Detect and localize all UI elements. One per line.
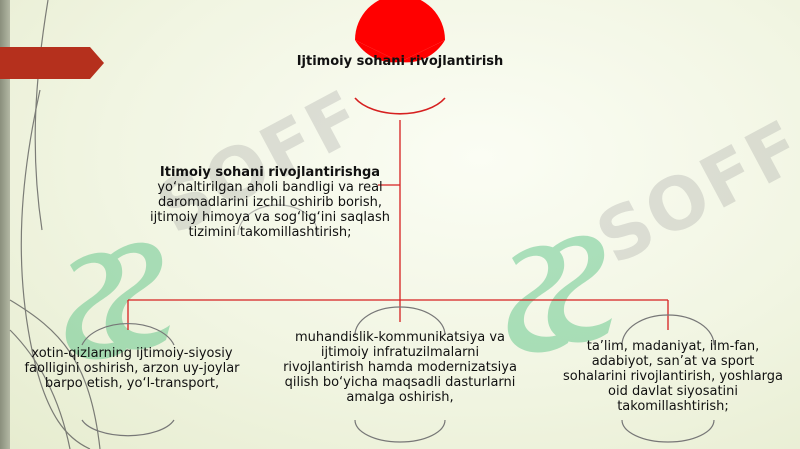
left-decor-band	[0, 0, 10, 449]
intro-bold-text: Itimoiy sohani rivojlantirishga	[159, 165, 381, 180]
child-node-2: muhandislik-kommunikatsiya va ijtimoiy i…	[283, 330, 517, 405]
connector-lines	[127, 120, 669, 330]
watermark-logo-left	[65, 242, 170, 360]
child-node-1: xotin-qizlarning ijtimoiy-siyosiy faolli…	[24, 346, 240, 391]
decorative-vines	[9, 0, 101, 449]
root-red-half-circle	[355, 0, 445, 62]
intro-rest-text: yo‘naltirilgan aholi bandligi va real da…	[150, 180, 390, 240]
arrow-tab	[0, 47, 104, 79]
child-node-3: ta’lim, madaniyat, ilm-fan, adabiyot, sa…	[563, 339, 783, 414]
root-red-wedge	[355, 40, 445, 63]
watermark-logo-right	[507, 235, 612, 353]
root-node-title: Ijtimoiy sohani rivojlantirish	[296, 54, 504, 69]
intro-node-text: Itimoiy sohani rivojlantirishga yo‘nalti…	[150, 165, 390, 240]
root-bottom-arc	[354, 97, 446, 115]
child-node-arcs	[81, 204, 715, 443]
